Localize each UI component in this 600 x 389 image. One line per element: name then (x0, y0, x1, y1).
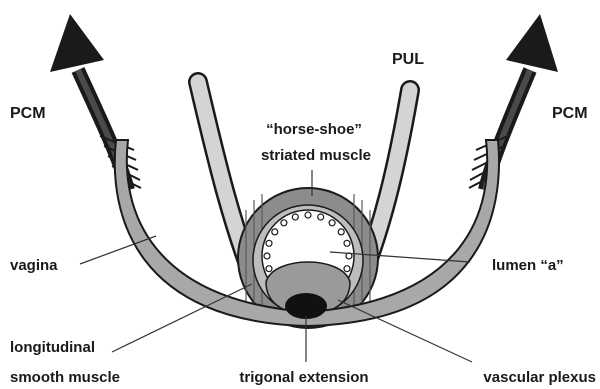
mucosal-fold (344, 240, 350, 246)
label-vagina: vagina (10, 257, 58, 274)
label-trigonal: trigonal extension (239, 369, 368, 386)
mucosal-fold (338, 229, 344, 235)
mucosal-fold (266, 266, 272, 272)
mucosal-fold (329, 220, 335, 226)
label-horse-shoe-line2: striated muscle (261, 147, 371, 164)
mucosal-fold (272, 229, 278, 235)
label-pcm-right: PCM (552, 105, 588, 122)
label-horse-shoe-line1: “horse-shoe” (266, 121, 362, 138)
label-pul: PUL (392, 51, 424, 68)
label-vascular: vascular plexus (483, 369, 596, 386)
label-longitudinal-line1: longitudinal (10, 339, 95, 356)
mucosal-fold (292, 214, 298, 220)
mucosal-fold (318, 214, 324, 220)
mucosal-fold (305, 212, 311, 218)
trigonal-extension (285, 293, 327, 319)
mucosal-fold (281, 220, 287, 226)
mucosal-fold (266, 240, 272, 246)
label-longitudinal-line2: smooth muscle (10, 369, 120, 386)
label-pcm-left: PCM (10, 105, 46, 122)
mucosal-fold (264, 253, 270, 259)
mucosal-fold (344, 266, 350, 272)
label-lumen: lumen “a” (492, 257, 564, 274)
